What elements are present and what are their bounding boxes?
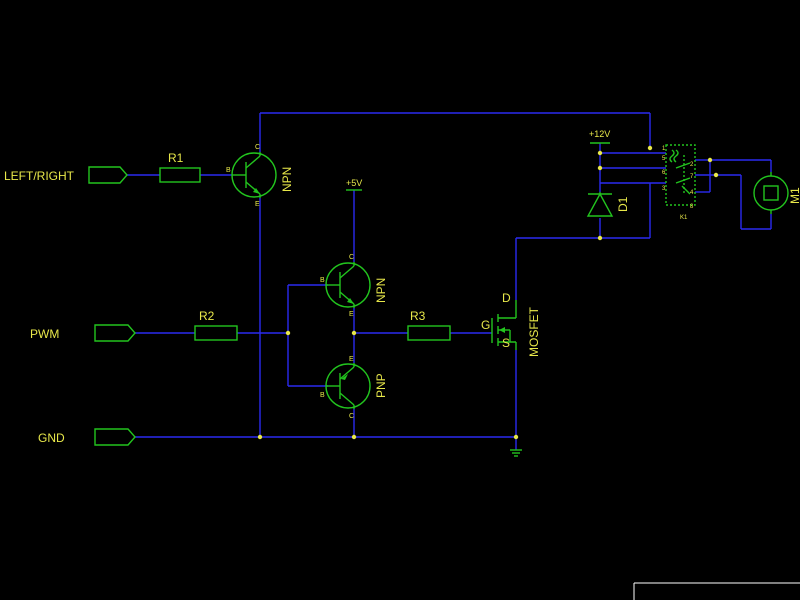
svg-text:+5V: +5V [346, 178, 362, 188]
svg-text:LEFT/RIGHT: LEFT/RIGHT [4, 169, 75, 183]
svg-text:E: E [349, 311, 354, 318]
svg-text:C: C [349, 413, 354, 420]
port-pwm: PWM [30, 324, 136, 342]
supply-12v: +12V [589, 129, 610, 144]
mosfet: D G S MOSFET [481, 291, 541, 357]
resistor-r2: R2 [194, 309, 238, 341]
svg-text:B: B [320, 392, 325, 399]
svg-text:4: 4 [690, 190, 694, 196]
wires [127, 112, 772, 450]
resistor-r1: R1 [159, 151, 201, 183]
resistor-r3: R3 [407, 309, 451, 341]
svg-text:E: E [349, 356, 354, 363]
svg-text:B: B [320, 277, 325, 284]
svg-text:GND: GND [38, 431, 65, 445]
svg-text:6: 6 [662, 170, 666, 176]
transistor-q1-npn: B C E NPN [226, 144, 294, 208]
svg-text:D1: D1 [616, 196, 630, 212]
svg-text:NPN: NPN [280, 167, 294, 192]
svg-text:S: S [502, 336, 510, 350]
svg-text:R3: R3 [410, 309, 426, 323]
svg-text:5: 5 [662, 156, 666, 162]
title-block-frame [633, 582, 800, 600]
relay-k1: 1 5 6 3 2 7 4 8 K1 [662, 144, 696, 221]
svg-text:PNP: PNP [374, 373, 388, 398]
svg-text:D: D [502, 291, 511, 305]
svg-text:K1: K1 [680, 215, 688, 221]
motor-m1: M1 [753, 172, 800, 214]
svg-text:E: E [255, 201, 260, 208]
svg-text:NPN: NPN [374, 278, 388, 303]
svg-text:C: C [349, 254, 354, 261]
svg-text:G: G [481, 318, 490, 332]
supply-5v: +5V [346, 178, 362, 191]
svg-text:8: 8 [690, 204, 694, 210]
diode-d1: D1 [586, 192, 630, 217]
svg-text:B: B [226, 167, 231, 174]
svg-text:7: 7 [690, 174, 694, 180]
transistor-q2-npn: B C E NPN [320, 254, 388, 318]
svg-text:M1: M1 [788, 187, 800, 204]
svg-text:PWM: PWM [30, 327, 59, 341]
svg-text:MOSFET: MOSFET [527, 306, 541, 357]
svg-text:R1: R1 [168, 151, 184, 165]
junctions [257, 145, 719, 440]
port-gnd: GND [38, 428, 136, 446]
transistor-q3-pnp: B E C PNP [320, 356, 388, 420]
svg-text:R2: R2 [199, 309, 215, 323]
port-left-right: LEFT/RIGHT [4, 166, 128, 184]
svg-text:1: 1 [662, 146, 666, 152]
svg-text:+12V: +12V [589, 129, 610, 139]
ground-symbol [510, 449, 522, 457]
svg-text:2: 2 [690, 162, 694, 168]
svg-text:C: C [255, 144, 260, 151]
svg-text:3: 3 [662, 186, 666, 192]
